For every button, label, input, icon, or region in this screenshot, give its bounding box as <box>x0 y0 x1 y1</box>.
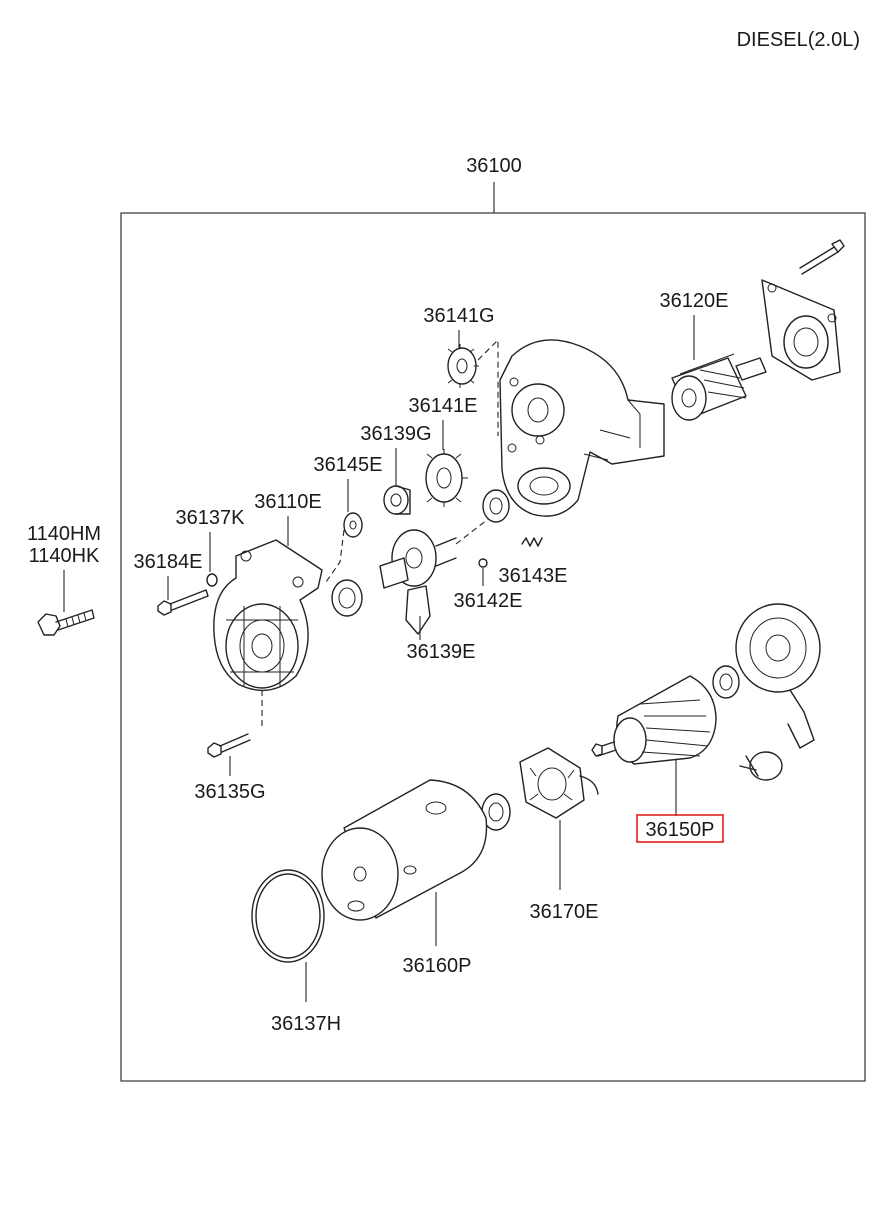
screw-36135G-icon <box>207 733 251 758</box>
part-label-36142E[interactable]: 36142E <box>454 590 523 612</box>
ball-icon <box>478 558 488 568</box>
dash-shaft-36145E <box>325 529 345 583</box>
part-label-1140HM[interactable]: 1140HM <box>27 523 101 545</box>
assembly-frame <box>120 212 866 1082</box>
part-label-36184E[interactable]: 36184E <box>134 551 203 573</box>
washer-icon <box>343 512 363 538</box>
solenoid-plunger-icon <box>671 353 767 421</box>
part-label-36137H[interactable]: 36137H <box>271 1013 341 1035</box>
highlight-box-36150P <box>636 814 724 843</box>
part-label-36150P[interactable]: 36150P <box>646 819 715 841</box>
part-label-36143E[interactable]: 36143E <box>499 565 568 587</box>
part-label-36139G[interactable]: 36139G <box>360 423 431 445</box>
through-bolt-icon <box>799 239 845 275</box>
assembly-label[interactable]: 36100 <box>466 155 522 177</box>
part-label-36170E[interactable]: 36170E <box>530 901 599 923</box>
part-label-1140HK[interactable]: 1140HK <box>29 545 100 567</box>
housing-bearing-icon <box>331 579 363 617</box>
screw-36184E-icon <box>157 589 209 616</box>
brush-holder-icon <box>519 747 599 819</box>
part-label-36141E[interactable]: 36141E <box>409 395 478 417</box>
spring-icon <box>521 537 543 547</box>
yoke-icon <box>321 779 488 921</box>
part-label-36110E[interactable]: 36110E <box>254 491 321 513</box>
part-label-36139E[interactable]: 36139E <box>407 641 476 663</box>
end-bracket-icon <box>761 279 841 381</box>
part-label-36120E[interactable]: 36120E <box>660 290 729 312</box>
bolt-1140-icon <box>37 609 95 636</box>
front-housing-icon <box>213 539 323 692</box>
yoke-bearing-icon <box>481 793 511 831</box>
part-label-36160P[interactable]: 36160P <box>403 955 472 977</box>
drive-bearing-icon <box>482 489 510 523</box>
engine-variant-label: DIESEL(2.0L) <box>737 29 860 51</box>
drive-housing-icon <box>499 339 665 517</box>
part-label-36135G[interactable]: 36135G <box>194 781 265 803</box>
rear-cover-icon <box>735 603 821 749</box>
o-ring-small-icon <box>206 573 218 587</box>
armature-icon <box>591 675 717 765</box>
dash-shaft-36141G <box>477 338 499 436</box>
part-label-36141G[interactable]: 36141G <box>423 305 494 327</box>
terminal-icon <box>739 751 783 781</box>
dash-shaft-clutch <box>455 515 493 545</box>
o-ring-large-icon <box>251 869 325 963</box>
idler-gear-icon <box>447 344 479 388</box>
part-label-36145E[interactable]: 36145E <box>314 454 383 476</box>
overrunning-clutch-icon <box>379 529 457 635</box>
sleeve-icon <box>383 485 411 515</box>
commutator-bearing-icon <box>712 665 740 699</box>
part-label-36137K[interactable]: 36137K <box>176 507 246 529</box>
pinion-gear-icon <box>425 449 468 507</box>
